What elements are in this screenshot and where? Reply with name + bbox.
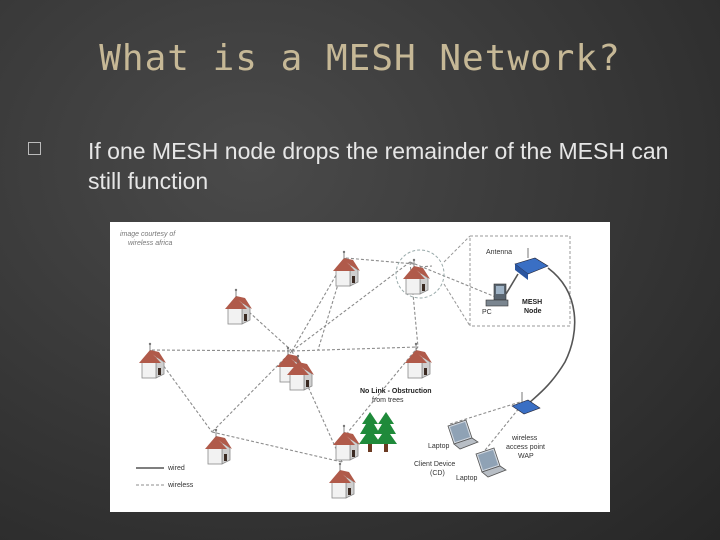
legend-wireless-label: wireless [167,482,194,489]
credit-line-2: wireless africa [128,240,172,247]
client-device-label-1: Client Device [414,461,455,468]
wap-label-1: wireless [511,435,538,442]
mesh-node-label-2: Node [524,308,542,315]
mesh-network-illustration: image courtesy of wireless africa Antenn… [120,231,576,499]
mesh-network-diagram: image courtesy of wireless africa Antenn… [110,222,610,512]
laptop-label-1: Laptop [428,443,450,450]
credit-line-1: image courtesy of [120,231,176,238]
laptop-label-2: Laptop [456,475,478,482]
antenna-label: Antenna [486,249,512,256]
pc-label: PC [482,309,492,316]
bullet-box-icon [28,142,41,155]
client-device-label-2: (CD) [430,470,445,477]
legend-wired-label: wired [167,465,185,472]
bullet-text: If one MESH node drops the remainder of … [88,138,669,194]
no-link-label-1: No Link - Obstruction [360,388,432,395]
mesh-node-label-1: MESH [522,299,542,306]
no-link-label-2: from trees [372,397,404,404]
wap-label-3: WAP [518,453,534,460]
wap-label-2: access point [506,444,545,451]
slide-title: What is a MESH Network? [99,38,621,79]
